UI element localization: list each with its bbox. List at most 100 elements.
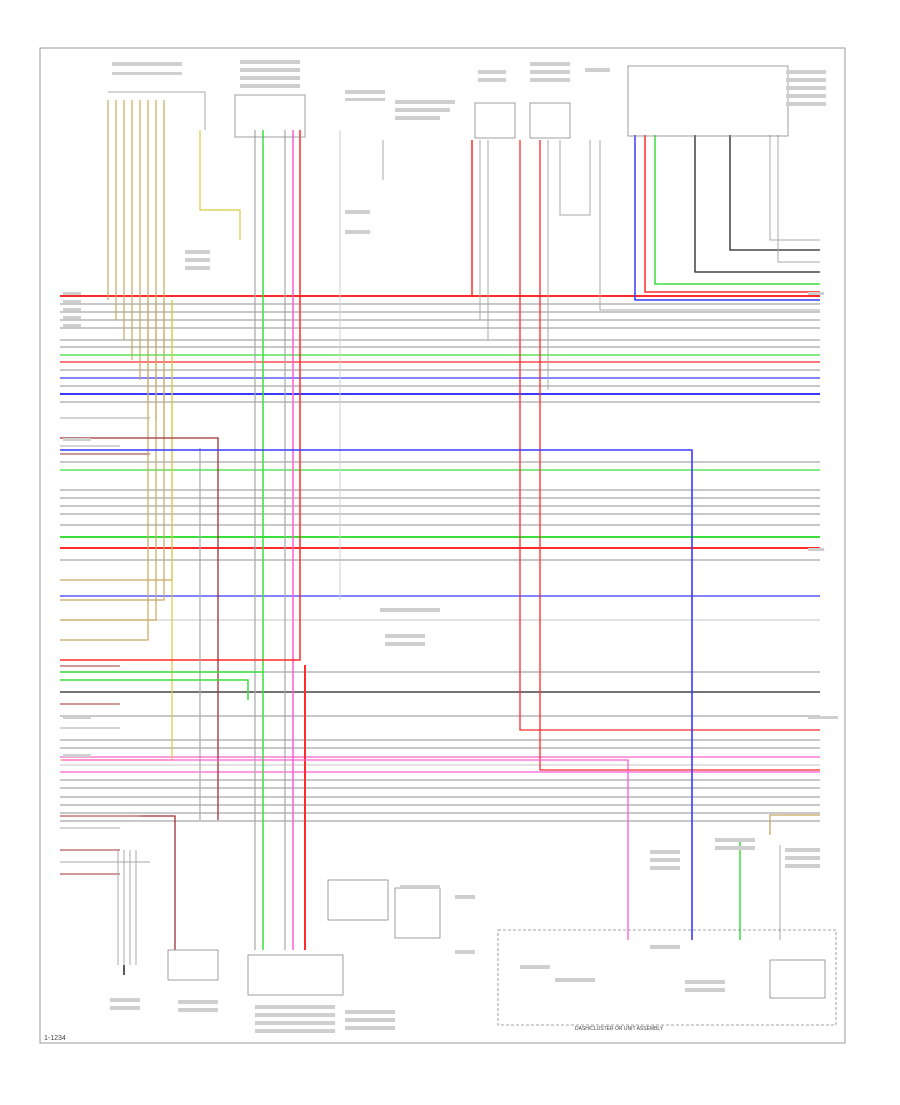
harness-wire	[60, 300, 165, 601]
unreadable-text	[255, 1005, 335, 1009]
unreadable-text	[345, 230, 370, 234]
unreadable-text	[808, 548, 824, 551]
page-ref-label: 1-1234	[44, 1035, 66, 1042]
harness-wire	[60, 300, 149, 641]
unreadable-text	[715, 846, 755, 850]
harness-wire	[60, 300, 157, 621]
vertical-wire	[729, 135, 820, 251]
unreadable-text	[345, 1026, 395, 1030]
unreadable-text	[715, 838, 755, 842]
unreadable-text	[380, 608, 440, 612]
fuel-sender-box	[327, 879, 389, 921]
unreadable-text	[785, 848, 820, 852]
relay-box	[627, 65, 789, 137]
unreadable-text	[785, 864, 820, 868]
unreadable-text	[185, 250, 210, 254]
vertical-wire	[60, 679, 249, 700]
unreadable-text	[385, 642, 425, 646]
unreadable-text	[650, 945, 680, 949]
unreadable-text	[345, 210, 370, 214]
unreadable-text	[585, 68, 610, 72]
unreadable-text	[185, 258, 210, 262]
vertical-wire	[769, 814, 820, 835]
unreadable-text	[345, 1010, 395, 1014]
unreadable-text	[555, 978, 595, 982]
bottom-module-label: DASH/CLUSTER OR UNIT ASSEMBLY	[575, 1026, 664, 1032]
unreadable-text	[240, 84, 300, 88]
relay-small-box	[394, 887, 441, 939]
unreadable-text	[455, 895, 475, 899]
harness-wire	[60, 300, 173, 761]
vertical-wire	[654, 135, 820, 285]
gauge-box	[167, 949, 219, 981]
vertical-wire	[559, 140, 591, 216]
label-group: 1-1234 DASH/CLUSTER OR UNIT ASSEMBLY	[44, 1026, 664, 1042]
cluster-sub-box	[769, 959, 826, 999]
vertical-wire	[644, 135, 820, 293]
unreadable-text	[395, 108, 450, 112]
unreadable-text	[530, 62, 570, 66]
unreadable-text	[63, 308, 81, 311]
unreadable-text	[240, 60, 300, 64]
unreadable-text	[178, 1000, 218, 1004]
unreadable-text	[685, 980, 725, 984]
unreadable-text	[808, 292, 824, 295]
vertical-wire	[140, 815, 176, 950]
unreadable-text	[395, 100, 455, 104]
unreadable-text	[650, 866, 680, 870]
unreadable-text	[786, 94, 826, 98]
unreadable-text	[786, 86, 826, 90]
unreadable-text	[455, 950, 475, 954]
unreadable-text	[478, 70, 506, 74]
unreadable-text	[345, 98, 385, 101]
connector-c-box	[529, 102, 571, 139]
unreadable-text	[520, 965, 550, 969]
unreadable-text	[650, 858, 680, 862]
unreadable-text	[345, 90, 385, 94]
vertical-wire	[519, 140, 820, 731]
component-group	[63, 60, 838, 1033]
unreadable-text	[786, 102, 826, 106]
harness-wire	[199, 130, 241, 240]
unreadable-text	[112, 62, 182, 66]
diagram-frame	[39, 47, 846, 1044]
unreadable-text	[63, 324, 81, 327]
unreadable-text	[385, 634, 425, 638]
fuel-pump-control-box	[247, 954, 344, 996]
vertical-wire	[694, 135, 820, 273]
unreadable-text	[808, 716, 838, 719]
unreadable-text	[685, 988, 725, 992]
unreadable-text	[255, 1029, 335, 1033]
vertical-wire	[60, 130, 301, 661]
unreadable-text	[255, 1021, 335, 1025]
unreadable-text	[63, 438, 91, 441]
vertical-wire	[60, 437, 219, 820]
unreadable-text	[395, 116, 440, 120]
unreadable-text	[112, 72, 182, 75]
unreadable-text	[400, 885, 440, 889]
vertical-wire	[599, 140, 820, 311]
ecm-connector-box	[234, 94, 306, 138]
vertical-wire	[777, 135, 820, 263]
vertical-wire	[539, 140, 820, 771]
unreadable-text	[63, 716, 91, 719]
unreadable-text	[110, 998, 140, 1002]
unreadable-text	[240, 76, 300, 80]
unreadable-text	[785, 856, 820, 860]
unreadable-text	[530, 78, 570, 82]
vertical-wire	[769, 135, 820, 241]
vertical-wire	[62, 759, 629, 940]
unreadable-text	[185, 266, 210, 270]
unreadable-text	[63, 292, 81, 295]
vertical-wire	[60, 449, 693, 940]
unreadable-text	[63, 754, 91, 757]
unreadable-text	[110, 1006, 140, 1010]
dash-cluster-module	[497, 929, 837, 1026]
unreadable-text	[63, 316, 81, 319]
wire-group	[60, 91, 820, 975]
unreadable-text	[255, 1013, 335, 1017]
harness-top	[108, 91, 206, 130]
vertical-wire	[634, 135, 820, 301]
unreadable-text	[530, 70, 570, 74]
